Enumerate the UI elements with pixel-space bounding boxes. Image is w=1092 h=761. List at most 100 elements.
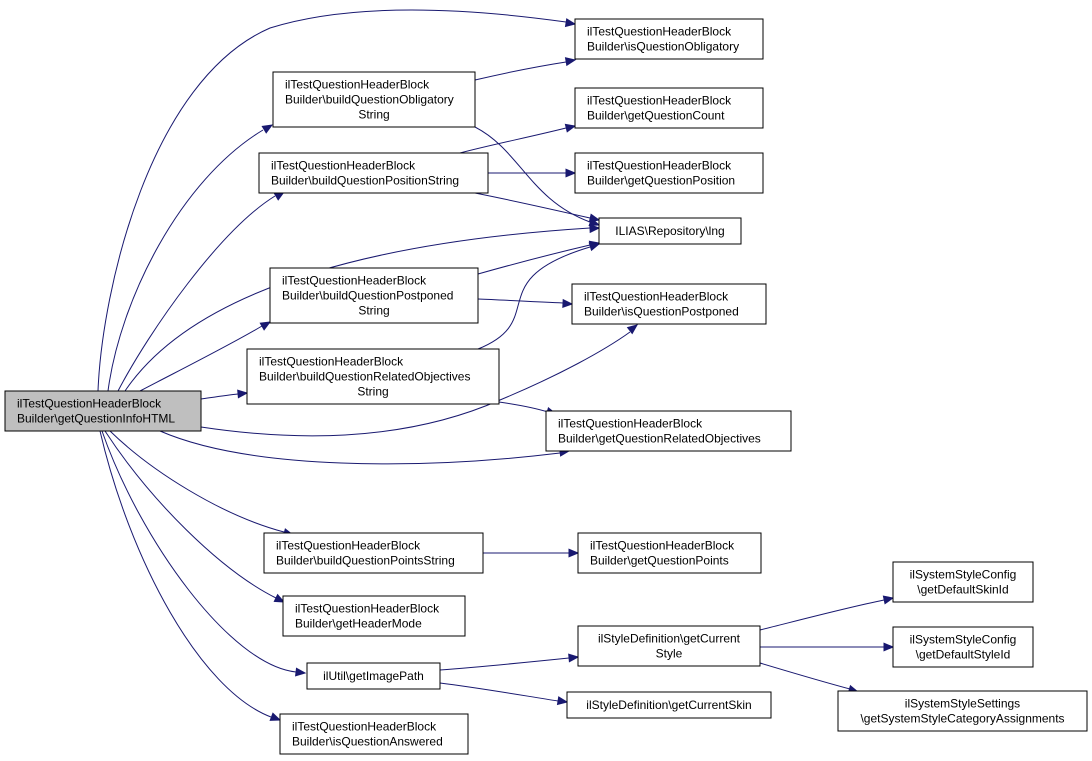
arrow-head <box>565 168 577 178</box>
arrow-head <box>564 18 577 28</box>
node-categoryAssign[interactable]: ilSystemStyleSettings\getSystemStyleCate… <box>837 690 1088 732</box>
edge-line <box>474 192 591 219</box>
node-label-line: ilTestQuestionHeaderBlock <box>584 290 729 304</box>
node-getObjectives[interactable]: ilTestQuestionHeaderBlockBuilder\getQues… <box>545 410 792 452</box>
edge-line <box>477 244 591 275</box>
node-box[interactable] <box>571 283 767 325</box>
node-box[interactable] <box>574 87 764 129</box>
node-lng[interactable]: ILIAS\Repository\lng <box>598 217 742 245</box>
edge-getCurrentStyle-to-categoryAssign <box>759 662 860 694</box>
node-label-line: Builder\getQuestionPosition <box>587 174 735 188</box>
node-box[interactable] <box>545 410 792 452</box>
edge-root-to-getImagePath <box>101 430 307 677</box>
node-getImagePath[interactable]: ilUtil\getImagePath <box>306 662 441 690</box>
node-buildObjectives[interactable]: ilTestQuestionHeaderBlockBuilder\buildQu… <box>246 348 500 405</box>
node-label-line: Builder\isQuestionAnswered <box>292 735 443 749</box>
edge-getImagePath-to-getCurrentStyle <box>439 653 580 671</box>
node-label-line: ilTestQuestionHeaderBlock <box>259 355 404 369</box>
node-box[interactable] <box>566 691 772 719</box>
node-label-line: ilTestQuestionHeaderBlock <box>285 78 430 92</box>
node-label-line: ilTestQuestionHeaderBlock <box>558 417 703 431</box>
arrow-head <box>564 57 577 67</box>
node-getCount[interactable]: ilTestQuestionHeaderBlockBuilder\getQues… <box>574 87 764 129</box>
node-label-line: ilTestQuestionHeaderBlock <box>17 397 162 411</box>
arrow-head <box>273 593 286 603</box>
node-box[interactable] <box>279 713 469 755</box>
node-box[interactable] <box>269 267 479 324</box>
arrow-head <box>295 667 307 677</box>
node-defaultStyle[interactable]: ilSystemStyleConfig\getDefaultStyleId <box>892 626 1034 668</box>
node-defaultSkin[interactable]: ilSystemStyleConfig\getDefaultSkinId <box>892 561 1034 603</box>
node-label-line: ilTestQuestionHeaderBlock <box>587 159 732 173</box>
node-isObligatory[interactable]: ilTestQuestionHeaderBlockBuilder\isQuest… <box>574 18 764 60</box>
node-isPostponed[interactable]: ilTestQuestionHeaderBlockBuilder\isQuest… <box>571 283 767 325</box>
node-label-line: ilTestQuestionHeaderBlock <box>590 539 735 553</box>
edge-line <box>97 9 567 392</box>
edge-line <box>459 127 567 154</box>
node-label-line: ilTestQuestionHeaderBlock <box>271 159 416 173</box>
node-getHeaderMode[interactable]: ilTestQuestionHeaderBlockBuilder\getHead… <box>282 595 466 637</box>
edge-line <box>200 331 631 437</box>
node-box[interactable] <box>574 152 764 194</box>
node-box[interactable] <box>258 152 489 194</box>
edge-line <box>439 657 570 671</box>
edge-line <box>101 430 297 673</box>
edge-line <box>474 126 591 223</box>
arrow-head <box>564 123 577 133</box>
node-label-line: String <box>358 304 389 318</box>
node-box[interactable] <box>892 626 1034 668</box>
node-label-line: ilTestQuestionHeaderBlock <box>587 25 732 39</box>
node-getCurrentSkin[interactable]: ilStyleDefinition\getCurrentSkin <box>566 691 772 719</box>
edge-root-to-getObjectives <box>159 430 571 465</box>
edge-line <box>104 430 277 599</box>
arrow-head <box>261 124 274 134</box>
node-label-line: \getDefaultSkinId <box>917 583 1008 597</box>
node-box[interactable] <box>263 532 484 574</box>
node-label-line: ilTestQuestionHeaderBlock <box>295 602 440 616</box>
edge-buildPosition-to-getCount <box>459 123 577 154</box>
node-buildPoints[interactable]: ilTestQuestionHeaderBlockBuilder\buildQu… <box>263 532 484 574</box>
node-box[interactable] <box>577 625 761 667</box>
edge-line <box>759 662 851 690</box>
node-label-line: ilSystemStyleConfig <box>910 633 1017 647</box>
node-label-line: \getDefaultStyleId <box>916 648 1011 662</box>
edge-root-to-buildObjectives <box>200 389 249 400</box>
node-box[interactable] <box>282 595 466 637</box>
arrow-head <box>882 595 895 605</box>
node-buildPostponed[interactable]: ilTestQuestionHeaderBlockBuilder\buildQu… <box>269 267 479 324</box>
edge-buildPostponed-to-isPostponed <box>477 298 574 309</box>
node-buildPosition[interactable]: ilTestQuestionHeaderBlockBuilder\buildQu… <box>258 152 489 194</box>
node-buildObligatory[interactable]: ilTestQuestionHeaderBlockBuilder\buildQu… <box>272 71 476 128</box>
node-label-line: Builder\getQuestionCount <box>587 109 725 123</box>
node-box[interactable] <box>892 561 1034 603</box>
node-box[interactable] <box>306 662 441 690</box>
node-root[interactable]: ilTestQuestionHeaderBlockBuilder\getQues… <box>4 390 202 432</box>
node-label-line: Builder\buildQuestionPositionString <box>271 174 459 188</box>
arrow-head <box>568 548 580 558</box>
edge-root-to-isObligatory <box>97 9 577 392</box>
node-label-line: Builder\getQuestionRelatedObjectives <box>558 432 761 446</box>
node-getPoints[interactable]: ilTestQuestionHeaderBlockBuilder\getQues… <box>577 532 762 574</box>
arrow-head <box>556 696 569 706</box>
node-label-line: ilTestQuestionHeaderBlock <box>276 539 421 553</box>
edge-line <box>439 682 559 702</box>
node-box[interactable] <box>577 532 762 574</box>
node-box[interactable] <box>246 348 500 405</box>
node-box[interactable] <box>598 217 742 245</box>
node-label-line: Builder\buildQuestionObligatory <box>285 93 454 107</box>
edge-line <box>477 246 591 350</box>
arrow-head <box>269 712 282 721</box>
node-box[interactable] <box>574 18 764 60</box>
edge-buildObligatory-to-isObligatory <box>474 57 577 81</box>
arrow-head <box>562 298 574 309</box>
node-box[interactable] <box>4 390 202 432</box>
edge-buildObjectives-to-lng <box>477 242 601 350</box>
node-label-line: ILIAS\Repository\lng <box>615 224 724 238</box>
node-box[interactable] <box>837 690 1088 732</box>
node-isAnswered[interactable]: ilTestQuestionHeaderBlockBuilder\isQuest… <box>279 713 469 755</box>
node-box[interactable] <box>272 71 476 128</box>
node-getPosition[interactable]: ilTestQuestionHeaderBlockBuilder\getQues… <box>574 152 764 194</box>
edge-buildPosition-to-lng <box>474 192 601 223</box>
node-label-line: Builder\getHeaderMode <box>295 617 422 631</box>
